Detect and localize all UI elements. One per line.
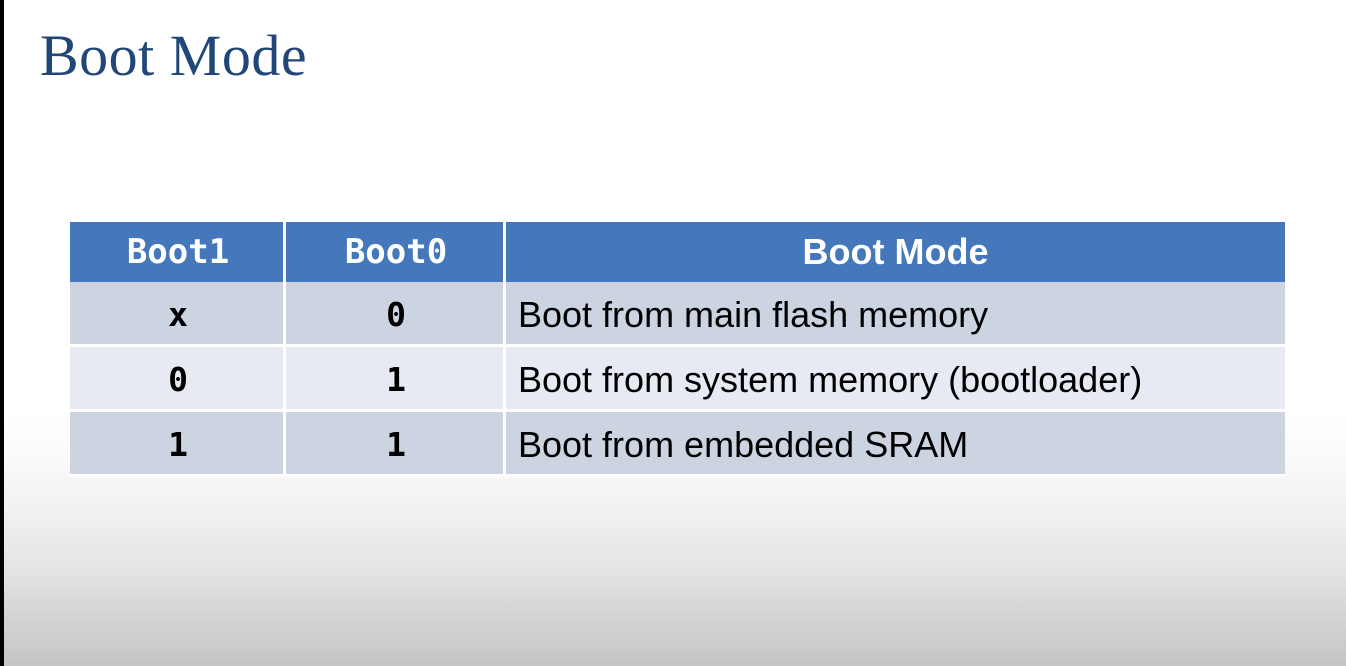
slide-left-border (0, 0, 4, 666)
column-header-boot-mode: Boot Mode (506, 222, 1285, 282)
cell-boot1: 0 (70, 347, 286, 412)
cell-boot-mode: Boot from main flash memory (506, 282, 1285, 347)
cell-boot0: 1 (286, 412, 506, 477)
cell-boot-mode: Boot from system memory (bootloader) (506, 347, 1285, 412)
table-row: 0 1 Boot from system memory (bootloader) (70, 347, 1285, 412)
cell-boot1: 1 (70, 412, 286, 477)
cell-boot0: 1 (286, 347, 506, 412)
table-row: x 0 Boot from main flash memory (70, 282, 1285, 347)
column-header-boot1: Boot1 (70, 222, 286, 282)
column-header-boot0: Boot0 (286, 222, 506, 282)
table-header-row: Boot1 Boot0 Boot Mode (70, 222, 1285, 282)
cell-boot-mode: Boot from embedded SRAM (506, 412, 1285, 477)
table-body: x 0 Boot from main flash memory 0 1 Boot… (70, 282, 1285, 477)
cell-boot0: 0 (286, 282, 506, 347)
table-header: Boot1 Boot0 Boot Mode (70, 222, 1285, 282)
boot-mode-table: Boot1 Boot0 Boot Mode x 0 Boot from main… (70, 222, 1285, 477)
table-row: 1 1 Boot from embedded SRAM (70, 412, 1285, 477)
cell-boot1: x (70, 282, 286, 347)
page-title: Boot Mode (40, 23, 308, 88)
